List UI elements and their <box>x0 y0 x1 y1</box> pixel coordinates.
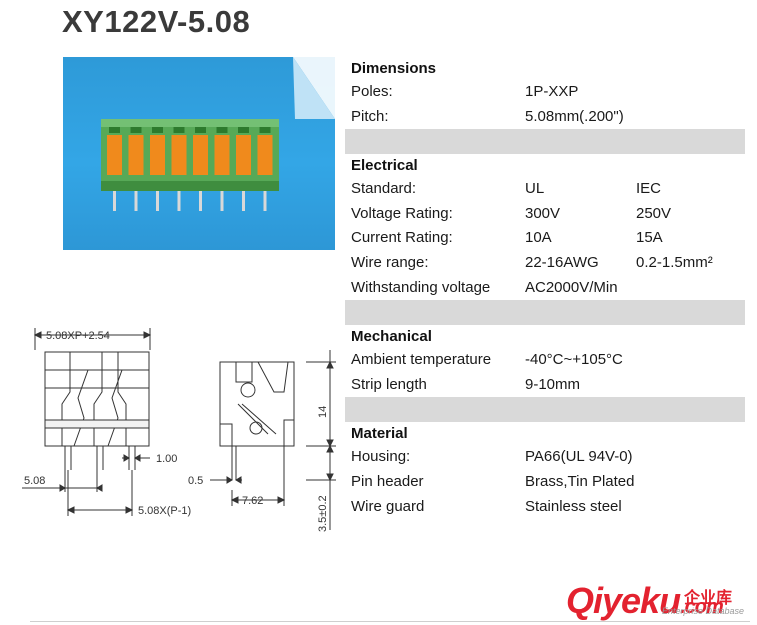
spec-value: 10A <box>525 229 552 247</box>
spec-label: Current Rating: <box>351 229 453 247</box>
spec-label: Pitch: <box>351 107 389 125</box>
spec-value: 300V <box>525 204 561 222</box>
dim-height: 14 <box>317 406 329 418</box>
spec-value: 5.08mm(.200") <box>525 107 624 125</box>
spec-value-iec: 250V <box>636 204 672 222</box>
pin <box>113 191 116 211</box>
technical-drawing: 5.08XP+2.54 1.00 5.08 5.08X(P-1) <box>22 328 336 532</box>
side-view: 0.5 7.62 14 3.5±0.2 <box>188 350 336 532</box>
qiyeku-logo: Qiyeku.com 企业库 Enterprise Database <box>566 580 746 622</box>
spec-value: 9-10mm <box>525 375 581 393</box>
spec-row: Wire guard Stainless steel <box>345 495 745 520</box>
spec-label: Wire guard <box>351 497 425 515</box>
wire-hole <box>195 127 206 133</box>
logo-tagline: Enterprise Database <box>662 606 745 616</box>
spec-value-iec: IEC <box>636 180 662 198</box>
spec-label: Wire range: <box>351 253 429 271</box>
spec-value: UL <box>525 180 545 198</box>
lever <box>193 135 208 175</box>
pin <box>177 191 181 211</box>
spec-label: Voltage Rating: <box>351 204 453 222</box>
wire-hole <box>109 127 120 133</box>
spec-value: PA66(UL 94V-0) <box>525 448 633 466</box>
logo-wordmark: Qiyeku.com <box>566 580 724 621</box>
lever <box>214 135 230 175</box>
dim-pin-width: 1.00 <box>156 453 177 465</box>
spec-row: Voltage Rating: 300V 250V <box>345 202 745 227</box>
spec-value: AC2000V/Min <box>525 278 618 296</box>
logo-chinese-name: 企业库 <box>684 590 733 607</box>
product-photo <box>63 57 335 250</box>
lever <box>107 135 122 175</box>
spec-value: 1P-XXP <box>525 83 579 100</box>
spec-row: Pin header Brass,Tin Plated <box>345 470 745 495</box>
spec-label: Housing: <box>351 448 411 466</box>
spec-label: Pin header <box>351 472 424 490</box>
section-title: Material <box>351 425 408 443</box>
lever <box>171 135 187 175</box>
product-title: XY122V-5.08 <box>62 4 251 39</box>
dim-pin-thickness: 0.5 <box>188 475 203 487</box>
dim-pitch: 5.08 <box>24 475 45 487</box>
spec-row: Strip length 9-10mm <box>345 373 745 398</box>
pin <box>134 191 138 211</box>
front-view: 5.08XP+2.54 1.00 5.08 5.08X(P-1) <box>22 328 191 517</box>
dim-pin-length: 3.5±0.2 <box>317 495 329 532</box>
section-electrical: Electrical Standard: UL IEC Voltage Rating… <box>345 154 745 300</box>
spec-value: Stainless steel <box>525 497 622 515</box>
section-divider <box>345 300 745 326</box>
lever <box>150 135 165 175</box>
pin <box>156 191 159 211</box>
section-mechanical: Mechanical Ambient temperature -40°C~+105… <box>345 325 745 397</box>
spec-label: Ambient temperature <box>351 351 492 369</box>
pin <box>263 191 267 211</box>
lever <box>128 135 144 175</box>
dim-top-width: 5.08XP+2.54 <box>46 330 110 342</box>
spec-table: Dimensions Poles: 1P-XXP Pitch: 5.08mm(.20… <box>345 57 745 519</box>
pin <box>199 191 202 211</box>
spec-row: Housing: PA66(UL 94V-0) <box>345 445 745 470</box>
section-material: Material Housing: PA66(UL 94V-0) Pin head… <box>345 422 745 519</box>
wire-hole <box>216 127 228 133</box>
wire-hole <box>259 127 271 133</box>
pin <box>220 191 224 211</box>
dim-total-pitch: 5.08X(P-1) <box>138 505 191 517</box>
spec-row: Withstanding voltage AC2000V/Min <box>345 276 745 301</box>
spec-label: Withstanding voltage <box>351 278 491 296</box>
section-divider <box>345 129 745 155</box>
section-title: Electrical <box>351 157 418 175</box>
footer-divider <box>30 621 750 622</box>
pin <box>242 191 245 211</box>
wire-hole <box>152 127 163 133</box>
spec-value: -40°C~+105°C <box>525 351 623 369</box>
spec-label: Strip length <box>351 375 427 393</box>
spec-value-iec: 15A <box>636 229 663 247</box>
dim-side-width: 7.62 <box>242 495 263 507</box>
wire-hole <box>173 127 185 133</box>
lever <box>236 135 251 175</box>
spec-row: Pitch: 5.08mm(.200") <box>345 105 745 130</box>
section-dimensions: Dimensions Poles: 1P-XXP Pitch: 5.08mm(.20… <box>345 57 745 129</box>
terminal-block-illustration <box>101 57 335 211</box>
spec-value-iec: 0.2-1.5mm² <box>636 253 713 271</box>
spec-row: Poles: 1P-XXP <box>345 80 745 105</box>
section-title: Dimensions <box>351 60 437 77</box>
lever <box>257 135 273 175</box>
section-title: Mechanical <box>351 328 432 346</box>
wire-hole <box>238 127 249 133</box>
spec-label: Standard: <box>351 180 417 198</box>
spec-row: Current Rating: 10A 15A <box>345 226 745 251</box>
wire-hole <box>130 127 142 133</box>
spec-label: Poles: <box>351 83 393 100</box>
section-divider <box>345 397 745 423</box>
spec-value: Brass,Tin Plated <box>525 472 635 490</box>
spec-value: 22-16AWG <box>525 253 599 271</box>
spec-row: Ambient temperature -40°C~+105°C <box>345 348 745 373</box>
spec-row: Wire range: 22-16AWG 0.2-1.5mm² <box>345 251 745 276</box>
spec-row: Standard: UL IEC <box>345 177 745 202</box>
